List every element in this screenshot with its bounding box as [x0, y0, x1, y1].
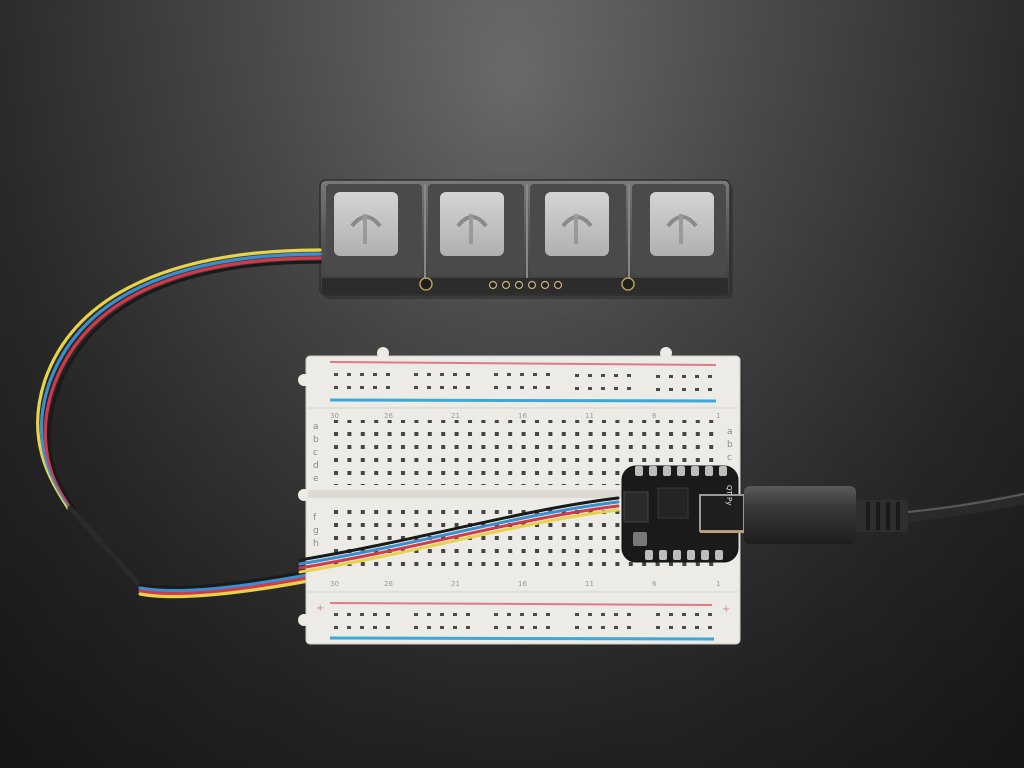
svg-text:26: 26: [384, 412, 393, 420]
key-2[interactable]: [428, 184, 524, 276]
microcontroller-board: QT Py: [621, 465, 745, 563]
svg-text:h: h: [313, 539, 319, 549]
svg-text:b: b: [313, 435, 319, 445]
boot-button[interactable]: [633, 532, 647, 546]
svg-text:e: e: [313, 474, 319, 484]
svg-text:d: d: [313, 461, 319, 471]
svg-text:c: c: [313, 448, 318, 458]
row-labels-left-bottom: f g h: [313, 513, 319, 549]
usb-c-cable: [744, 486, 1024, 544]
board-label: QT Py: [725, 485, 733, 505]
rail-plus-line-bottom: [329, 602, 713, 606]
svg-text:30: 30: [330, 580, 339, 588]
rail-plus-line-top: [329, 361, 717, 366]
svg-text:g: g: [313, 526, 319, 536]
mount-hole-right: [621, 277, 635, 291]
svg-text:1: 1: [716, 580, 720, 588]
svg-text:b: b: [727, 440, 733, 450]
svg-text:11: 11: [585, 412, 594, 420]
cable-on-breadboard: [298, 496, 620, 574]
keypad: [319, 179, 733, 299]
svg-text:16: 16: [518, 412, 527, 420]
svg-text:a: a: [313, 422, 319, 432]
rail-plus-label: +: [316, 603, 324, 614]
svg-text:a: a: [727, 427, 733, 437]
svg-text:1: 1: [716, 412, 720, 420]
mount-hole-left: [419, 277, 433, 291]
row-labels-left-top: a b c d e: [313, 422, 319, 484]
svg-text:30: 30: [330, 412, 339, 420]
svg-text:f: f: [313, 513, 317, 523]
mcu-chip: [657, 487, 689, 519]
column-labels-bottom: 30 26 21 16 11 6 1: [330, 580, 720, 588]
top-power-rail: [329, 361, 717, 403]
key-4[interactable]: [632, 184, 726, 276]
svg-text:21: 21: [451, 580, 460, 588]
usb-c-port: [699, 494, 745, 532]
svg-text:21: 21: [451, 412, 460, 420]
row-labels-right-top: a b c: [727, 427, 733, 463]
key-1[interactable]: [326, 184, 422, 276]
svg-text:6: 6: [652, 412, 657, 420]
svg-text:16: 16: [518, 580, 527, 588]
stemma-qt-connector: [623, 491, 649, 523]
rail-minus-line-bottom: [329, 636, 715, 641]
svg-text:26: 26: [384, 580, 393, 588]
svg-text:11: 11: [585, 580, 594, 588]
svg-text:6: 6: [652, 580, 657, 588]
pin-header: [488, 280, 563, 290]
bottom-power-rail: + +: [316, 602, 730, 641]
castellated-pins-top: [635, 466, 727, 476]
castellated-pins-bottom: [645, 550, 723, 560]
svg-text:c: c: [727, 453, 732, 463]
column-labels-top: 30 26 21 16 11 6 1: [330, 412, 720, 420]
center-channel: [308, 490, 738, 498]
key-3[interactable]: [530, 184, 626, 276]
svg-text:+: +: [722, 604, 730, 615]
strain-relief: [856, 500, 908, 532]
rail-minus-line-top: [329, 398, 717, 403]
usb-c-plug: [744, 486, 856, 544]
